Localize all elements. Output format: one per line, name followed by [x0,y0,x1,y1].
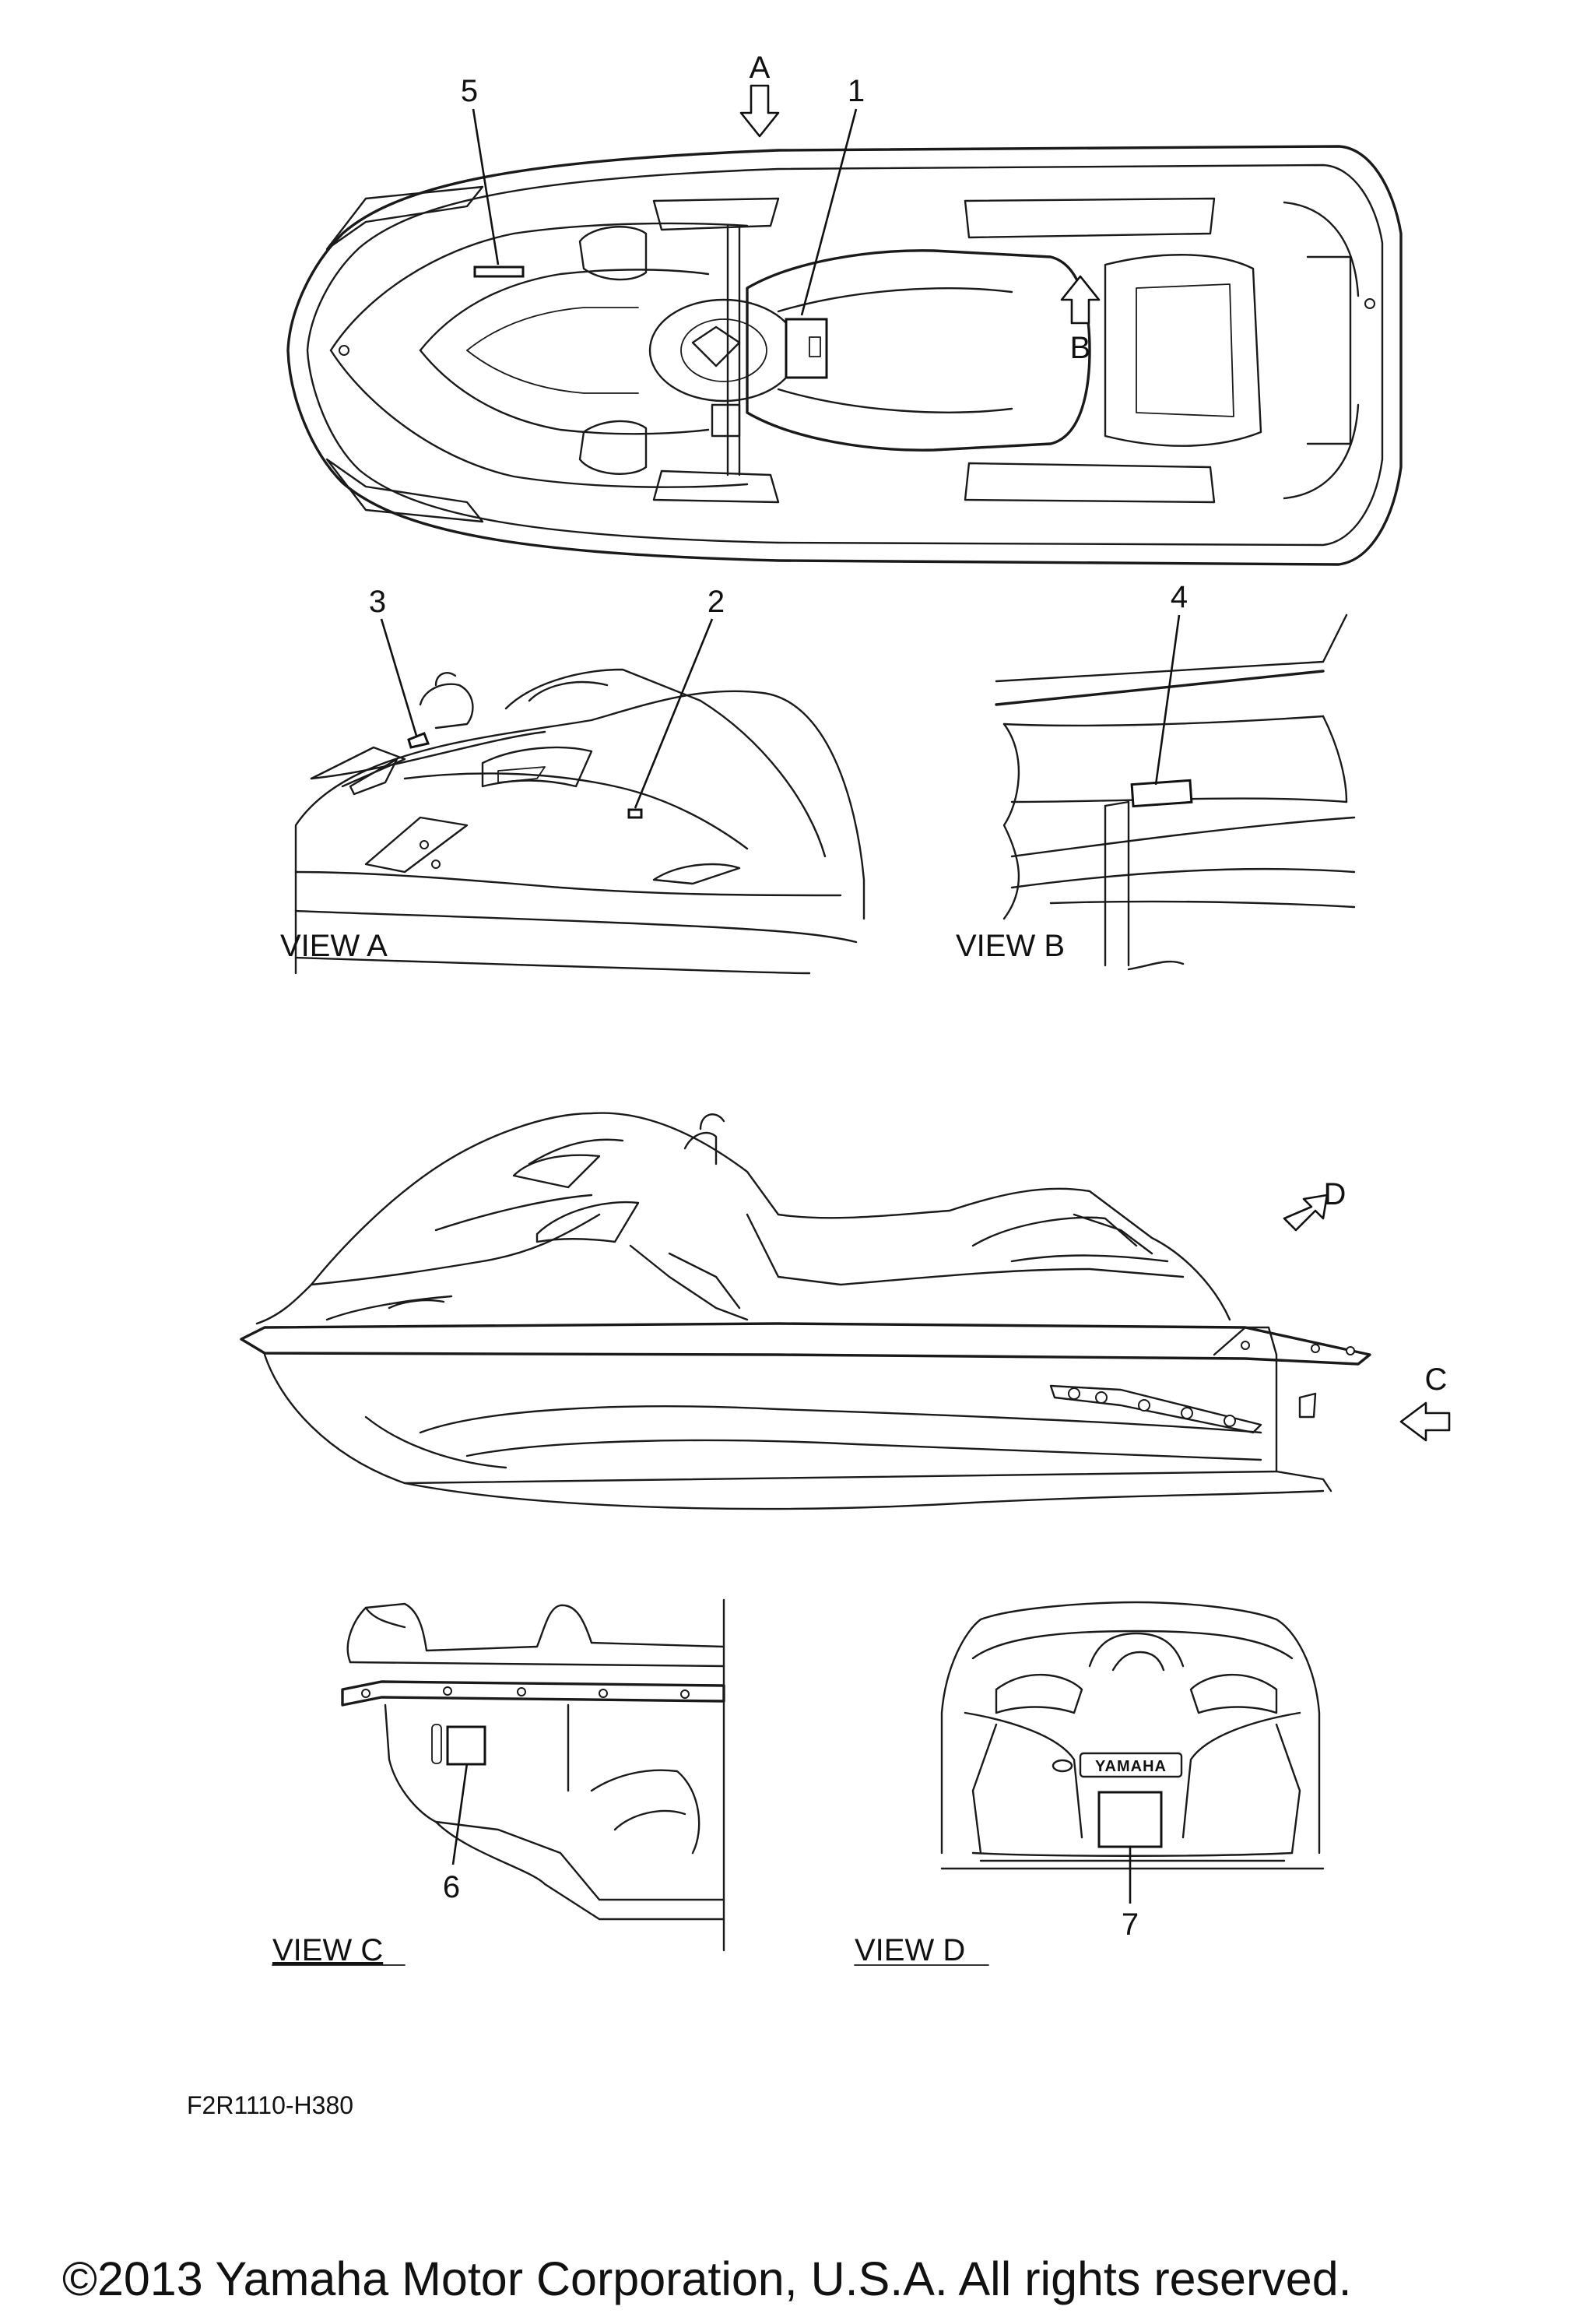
view-c-label: C [1425,1362,1448,1397]
view-b-arrow-icon [1060,275,1101,325]
copyright-text: ©2013 Yamaha Motor Corporation, U.S.A. A… [62,2252,1352,2305]
view-c-drawing [341,1598,725,1952]
callout-6-leader [451,1763,469,1865]
top-view-drawing [286,145,1403,566]
view-c-arrow-icon [1399,1401,1451,1442]
callout-4-leader [1154,614,1181,786]
callout-6: 6 [443,1870,460,1904]
figure-code: F2R1110-H380 [187,2091,353,2119]
view-a-title: VIEW A [280,929,388,963]
callout-4: 4 [1171,580,1188,614]
callout-5-leader [472,108,500,265]
callout-3: 3 [369,585,386,619]
callout-2-leader [634,618,714,809]
view-a-drawing [294,668,865,975]
callout-1-leader [800,108,858,316]
view-b-drawing [995,614,1356,971]
view-a-arrow-icon [739,84,780,138]
callout-7: 7 [1122,1907,1139,1942]
view-d-title: VIEW D [855,1933,965,1967]
view-d-drawing [940,1601,1325,1870]
view-b-title: VIEW B [956,929,1065,963]
side-view-drawing [240,1112,1371,1510]
view-c-title: VIEW C [272,1933,383,1967]
view-d-label: D [1324,1177,1346,1211]
view-b-label: B [1070,331,1091,365]
view-d-arrow-icon [1283,1194,1329,1232]
callout-1: 1 [848,74,865,108]
callout-3-leader [380,618,418,737]
view-a-label: A [750,51,771,85]
callout-5: 5 [461,74,478,108]
yamaha-badge: YAMAHA [1095,1758,1167,1775]
callout-2: 2 [707,585,725,619]
